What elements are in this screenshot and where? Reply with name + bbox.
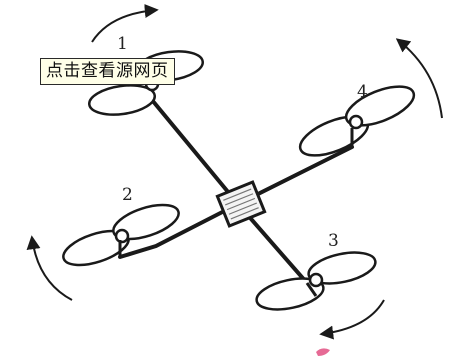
- rotor-label-1: 1: [117, 34, 128, 54]
- rotor-3: [254, 247, 378, 315]
- rotor-2: [59, 198, 182, 272]
- rotation-arrow-3: [322, 300, 384, 334]
- accent-mark: [316, 348, 330, 356]
- rotor-label-2: 2: [122, 185, 133, 205]
- arm-rotor-1: [152, 100, 238, 204]
- view-source-tooltip[interactable]: 点击查看源网页: [40, 58, 175, 85]
- rotor-label-4: 4: [357, 82, 368, 102]
- rotation-arrow-2: [32, 238, 72, 300]
- rotor-label-3: 3: [328, 231, 339, 251]
